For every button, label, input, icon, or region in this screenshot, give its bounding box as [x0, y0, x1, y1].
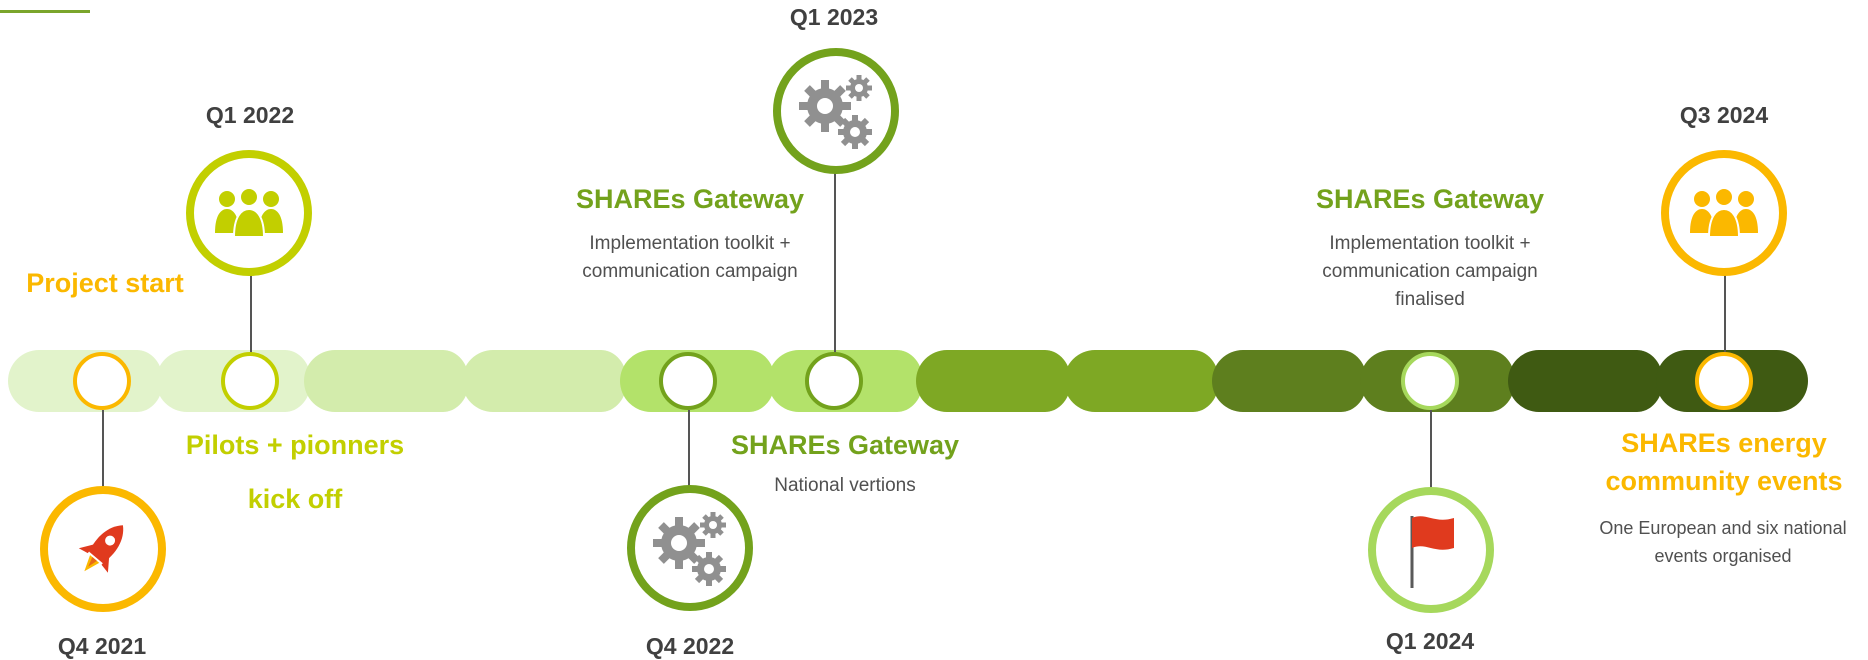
- timeline-segment: [1212, 350, 1372, 412]
- milestone-date: Q1 2023: [789, 4, 879, 30]
- connector-stem: [250, 268, 252, 354]
- connector-stem: [688, 410, 690, 488]
- milestone-description: National vertions: [774, 475, 916, 496]
- milestone-title: SHAREs Gateway: [730, 430, 960, 460]
- milestone-date: Q4 2021: [57, 633, 147, 659]
- rocket-icon: [78, 525, 124, 573]
- people-icon-circle: [1661, 150, 1787, 276]
- milestone-description: Implementation toolkit +: [589, 233, 791, 254]
- milestone-date: Q3 2024: [1679, 102, 1769, 128]
- milestone-description: events organised: [1654, 546, 1792, 566]
- milestone-description: Implementation toolkit +: [1329, 233, 1531, 254]
- milestone-title: SHAREs energy: [1621, 428, 1827, 458]
- gears-icon-circle: [773, 48, 899, 174]
- milestone-title: community events: [1605, 466, 1843, 496]
- timeline-segment: [1508, 350, 1668, 412]
- timeline-segment: [304, 350, 474, 412]
- gears-icon-circle: [627, 485, 753, 611]
- milestone-description: communication campaign: [582, 261, 798, 282]
- milestone-date: Q1 2022: [205, 102, 295, 128]
- people-icon: [215, 187, 283, 238]
- milestone-date: Q4 2022: [645, 633, 735, 659]
- milestone-node: [221, 352, 279, 410]
- milestone-node: [73, 352, 131, 410]
- flag-icon-circle: [1368, 487, 1494, 613]
- milestone-node: [659, 352, 717, 410]
- connector-stem: [1724, 268, 1726, 354]
- gears-icon: [653, 512, 726, 586]
- connector-stem: [1430, 410, 1432, 490]
- connector-stem: [834, 168, 836, 354]
- gears-icon: [799, 75, 872, 149]
- flag-icon: [1410, 516, 1454, 588]
- milestone-title: Project start: [26, 268, 184, 298]
- milestone-title: SHAREs Gateway: [1315, 184, 1545, 214]
- milestone-node: [1695, 352, 1753, 410]
- people-icon-circle: [186, 150, 312, 276]
- milestone-description: finalised: [1395, 289, 1465, 310]
- timeline-segment: [1064, 350, 1224, 412]
- milestone-title: SHAREs Gateway: [575, 184, 805, 214]
- milestone-description: communication campaign: [1322, 261, 1538, 282]
- timeline-segment: [916, 350, 1076, 412]
- milestone-date: Q1 2024: [1385, 628, 1475, 654]
- milestone-title: kick off: [247, 484, 343, 514]
- timeline-segment: [462, 350, 632, 412]
- accent-line: [0, 10, 90, 13]
- milestone-node: [1401, 352, 1459, 410]
- people-icon: [1690, 187, 1758, 238]
- milestone-title: Pilots + pionners: [185, 430, 405, 460]
- rocket-icon-circle: [40, 486, 166, 612]
- connector-stem: [102, 410, 104, 488]
- milestone-node: [805, 352, 863, 410]
- milestone-description: One European and six national: [1599, 518, 1847, 538]
